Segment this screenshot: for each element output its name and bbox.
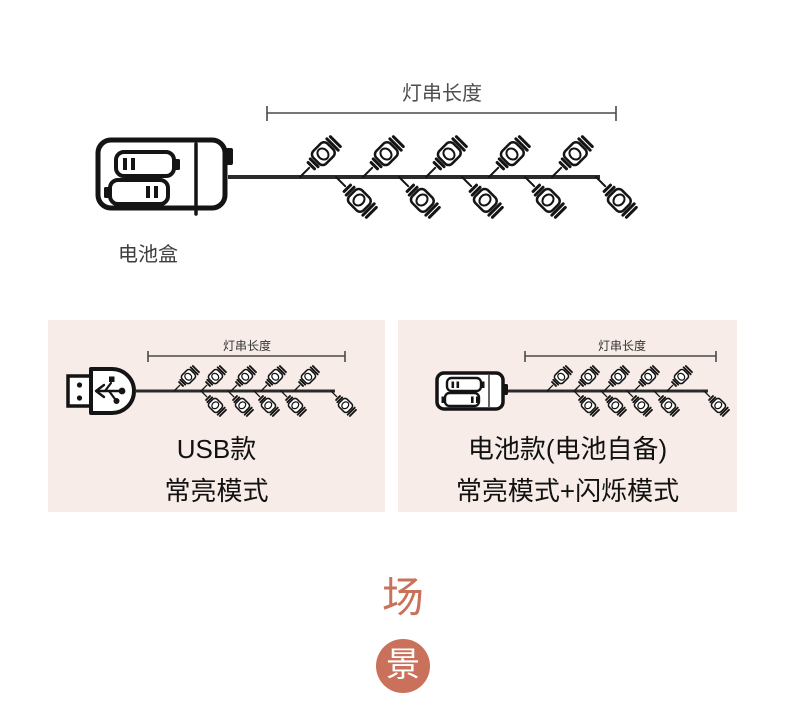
measure-line (266, 106, 617, 121)
battery-string-lights-diagram: 灯串长度 (95, 82, 640, 266)
string-lights (228, 133, 640, 221)
battery-box-label: 电池盒 (118, 243, 178, 266)
string-lights (508, 364, 731, 418)
card-subtitle: 常亮模式 (164, 476, 269, 506)
card-subtitle: 常亮模式+闪烁模式 (455, 476, 680, 506)
battery-version-card: 灯串长度 (398, 320, 737, 512)
usb-string-lights-diagram: 灯串长度 (66, 338, 358, 418)
measure-line (524, 351, 717, 362)
scene-section-marker: 场 景 (8, 578, 790, 693)
scene-char-top: 场 (381, 576, 424, 622)
usb-version-card: 灯串长度 (48, 320, 385, 512)
measure-line (147, 351, 346, 362)
battery-box-icon (95, 137, 233, 216)
battery-box-icon (435, 371, 508, 411)
usb-plug-icon (66, 367, 136, 415)
card-title: 电池款(电池自备) (467, 434, 668, 464)
card-title: USB款 (176, 434, 257, 464)
length-label: 灯串长度 (223, 338, 271, 353)
battery-string-lights-diagram: 灯串长度 (435, 338, 731, 418)
scene-circle-badge: 景 (376, 639, 430, 693)
length-label: 灯串长度 (402, 82, 482, 105)
scene-char-bottom: 景 (386, 647, 420, 684)
string-lights (135, 364, 358, 418)
length-label: 灯串长度 (598, 338, 646, 353)
